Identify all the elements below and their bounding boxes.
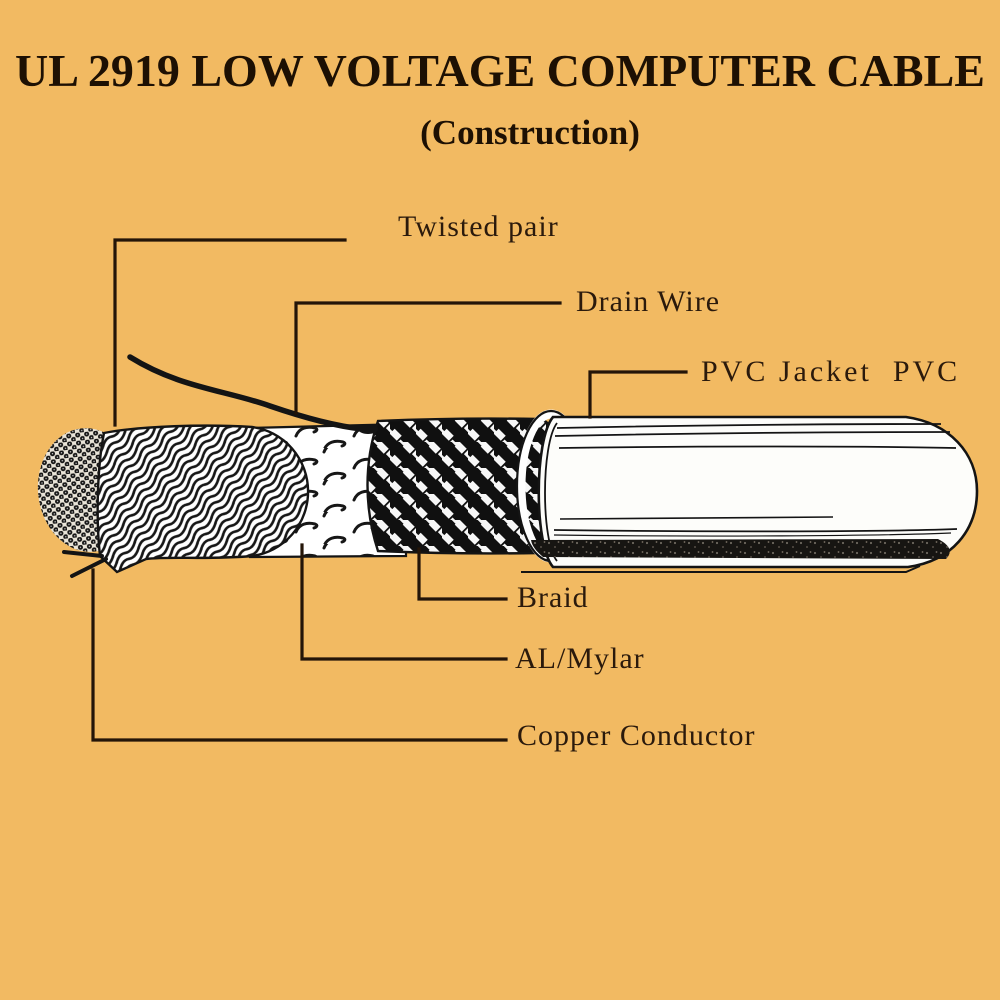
- leader-twisted-pair: [113, 238, 347, 427]
- leader-drain-wire: [294, 301, 562, 415]
- label-copper-conductor: Copper Conductor: [517, 719, 756, 752]
- label-al-mylar: AL/Mylar: [515, 642, 645, 675]
- leader-pvc-jacket: [588, 370, 688, 419]
- page-subtitle: (Construction): [420, 113, 640, 152]
- braid-section: [366, 417, 568, 555]
- label-pvc-jacket: PVC Jacket PVC: [701, 355, 961, 388]
- drain-wire-strand: [127, 354, 378, 434]
- leader-al-mylar: [300, 543, 508, 661]
- wire-end-ticks: [62, 550, 108, 578]
- label-twisted-pair: Twisted pair: [398, 210, 559, 243]
- jacket-shadow-band: [531, 539, 950, 559]
- page-title: UL 2919 LOW VOLTAGE COMPUTER CABLE: [15, 45, 985, 96]
- twisted-pair-section: [96, 424, 310, 574]
- leader-braid: [417, 547, 508, 601]
- label-drain-wire: Drain Wire: [576, 285, 721, 318]
- pvc-jacket-section: [521, 415, 979, 573]
- leader-copper-conductor: [91, 568, 508, 742]
- label-braid: Braid: [517, 581, 589, 614]
